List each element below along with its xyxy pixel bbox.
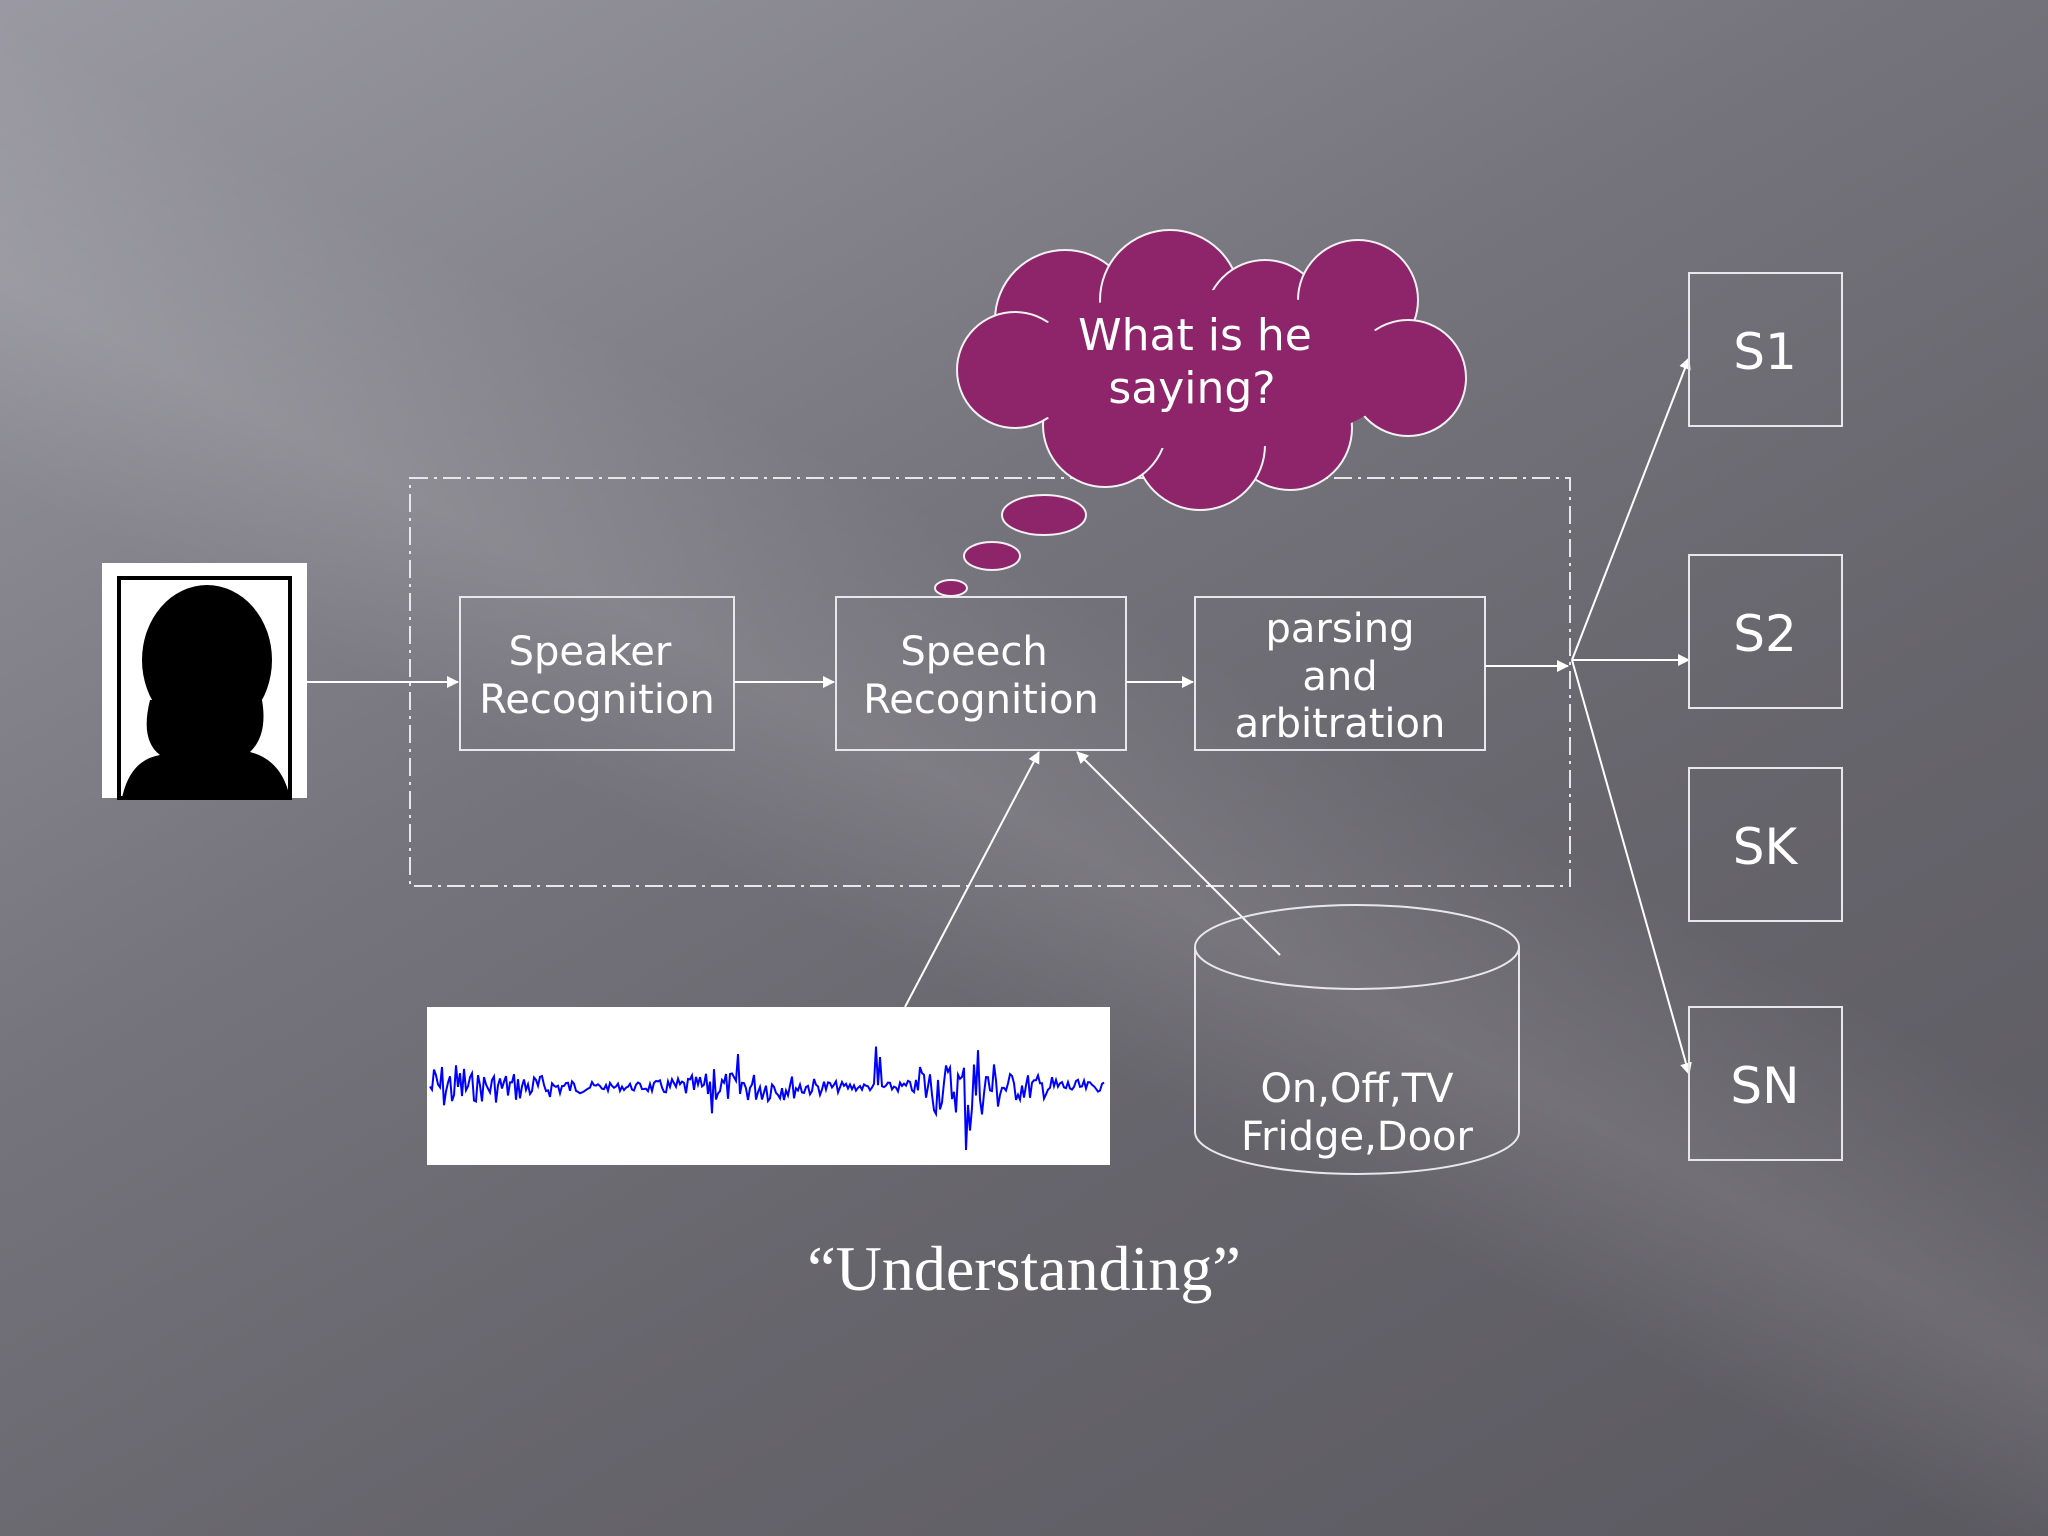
database-line1: On,Off,TV — [1260, 1066, 1454, 1112]
output-label-sk: SK — [1733, 818, 1799, 876]
arrow-to-s1 — [1571, 357, 1691, 661]
output-box-s1 — [1688, 272, 1843, 427]
thought-bubble — [934, 229, 1467, 597]
audio-waveform — [427, 1007, 1110, 1165]
database-line2: Fridge,Door — [1241, 1114, 1474, 1160]
output-box-s2 — [1688, 554, 1843, 709]
output-label-s1: S1 — [1733, 323, 1797, 381]
speech-recognition-box — [835, 596, 1127, 751]
parsing-line2: and — [1302, 654, 1377, 700]
slide-caption: “Understanding” — [807, 1233, 1241, 1304]
person-silhouette-icon — [102, 563, 307, 800]
parsing-line3: arbitration — [1235, 701, 1446, 747]
system-boundary — [409, 477, 1571, 887]
output-label-s2: S2 — [1733, 605, 1797, 663]
output-label-sn: SN — [1730, 1057, 1799, 1115]
parsing-arbitration-box — [1194, 596, 1486, 751]
thought-bubble-line2: saying? — [1108, 363, 1275, 414]
speaker-recognition-line1: Speaker — [509, 629, 672, 675]
output-box-sk — [1688, 767, 1843, 922]
speech-recognition-line2: Recognition — [863, 677, 1099, 723]
output-box-sn — [1688, 1006, 1843, 1161]
arrow-waveform-to-speech — [904, 751, 1040, 1008]
arrow-database-to-speech — [1076, 751, 1281, 956]
parsing-line1: parsing — [1265, 606, 1414, 652]
speaker-recognition-line2: Recognition — [479, 677, 715, 723]
arrow-to-sn — [1571, 659, 1692, 1075]
thought-bubble-line1: What is he — [1078, 310, 1312, 361]
speaker-recognition-box — [459, 596, 735, 751]
vocabulary-database — [1194, 904, 1520, 1175]
speech-recognition-line1: Speech — [900, 629, 1047, 675]
